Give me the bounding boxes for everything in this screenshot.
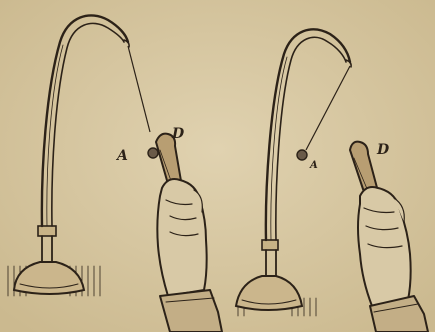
left-rod-label: D — [172, 126, 184, 142]
left-ball-label: A — [117, 148, 128, 164]
left-cuff — [160, 290, 222, 332]
right-rod-label: D — [377, 142, 389, 158]
right-pith-ball — [297, 150, 307, 160]
left-pith-ball — [148, 148, 158, 158]
right-ball-label: A — [310, 160, 318, 171]
